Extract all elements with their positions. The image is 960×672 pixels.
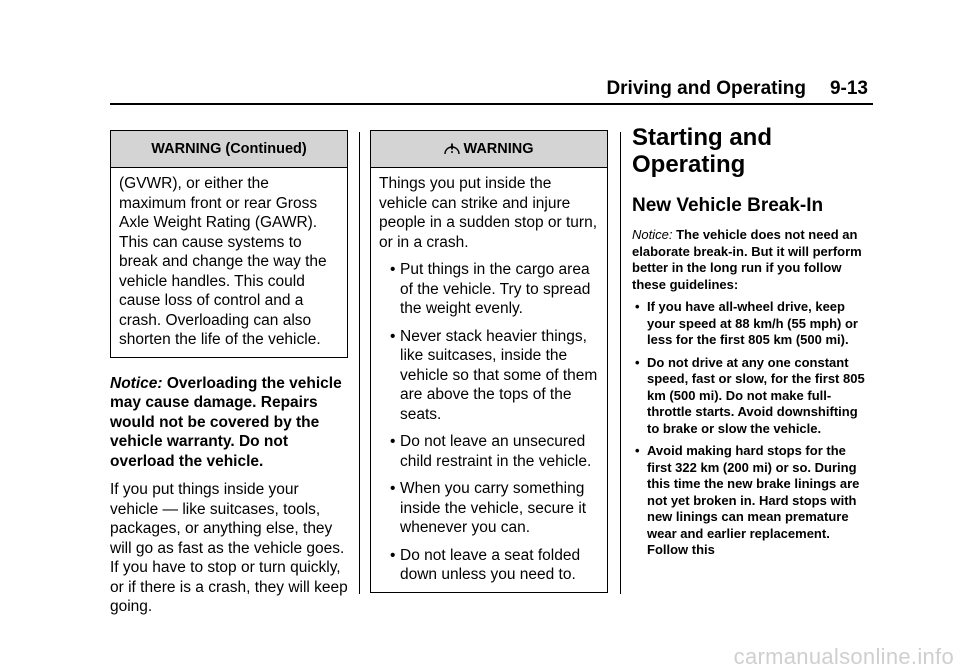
list-item: •Do not leave an unsecured child restrai…	[379, 432, 599, 471]
list-item-text: When you carry something inside the vehi…	[400, 480, 587, 536]
cargo-paragraph: If you put things inside your vehicle — …	[110, 481, 348, 615]
warning-continued-box: WARNING (Continued) (GVWR), or either th…	[110, 130, 348, 358]
bullet-dot-icon: •	[635, 443, 640, 458]
notice-label: Notice:	[632, 227, 673, 242]
list-item-text: Never stack heavier things, like suitcas…	[400, 327, 598, 423]
notice-label: Notice:	[110, 374, 163, 392]
warning-intro: Things you put inside the vehicle can st…	[379, 175, 598, 251]
watermark: carmanualsonline.info	[733, 644, 954, 669]
notice-overloading: Notice: Overloading the vehicle may caus…	[110, 374, 348, 472]
list-item-text: Do not leave an unsecured child restrain…	[400, 433, 592, 470]
bullet-dot-icon: •	[390, 433, 396, 450]
warning-continued-body: (GVWR), or either the maximum front or r…	[119, 175, 327, 348]
warning-symbol-icon	[444, 143, 461, 154]
break-in-bullet-list: • If you have all-wheel drive, keep your …	[632, 299, 872, 559]
warning-box: WARNING Things you put inside the vehicl…	[370, 130, 608, 593]
warning-body: Things you put inside the vehicle can st…	[371, 168, 607, 592]
bullet-dot-icon: •	[390, 480, 396, 497]
list-item-text: Put things in the cargo area of the vehi…	[400, 261, 591, 317]
section-heading: Starting and Operating	[632, 124, 773, 178]
warning-title-bar: WARNING	[371, 131, 607, 168]
list-item-text: Do not leave a seat folded down unless y…	[400, 546, 581, 584]
column-divider-2	[620, 132, 621, 594]
list-item-text: Avoid making hard stops for the first 32…	[647, 443, 860, 557]
bullet-dot-icon: •	[390, 327, 396, 345]
column-1: WARNING (Continued) (GVWR), or either th…	[110, 130, 348, 617]
bullet-dot-icon: •	[635, 354, 640, 370]
list-item: •Never stack heavier things, like suitca…	[379, 327, 599, 425]
break-in-notice: Notice: The vehicle does not need an ela…	[632, 227, 872, 293]
bullet-dot-icon: •	[635, 299, 640, 314]
warning-title: WARNING	[463, 141, 534, 157]
column-divider-1	[359, 132, 360, 594]
warning-bullet-list: •Put things in the cargo area of the veh…	[379, 260, 599, 585]
warning-continued-title: WARNING (Continued)	[111, 131, 347, 168]
page-number: 9-13	[829, 78, 868, 99]
notice-text: The vehicle does not need an elaborate b…	[632, 227, 862, 292]
header-rule	[110, 103, 873, 105]
bullet-dot-icon: •	[390, 261, 396, 278]
list-item-text: If you have all-wheel drive, keep your s…	[647, 299, 858, 347]
page-header: Driving and Operating 9-13	[606, 78, 868, 100]
subsection-heading: New Vehicle Break-In	[632, 195, 824, 216]
list-item: • Do not drive at any one constant speed,…	[632, 355, 872, 438]
list-item: • If you have all-wheel drive, keep your …	[632, 299, 872, 349]
list-item: •When you carry something inside the veh…	[379, 479, 599, 538]
notice-text: Overloading the vehicle may cause damage…	[110, 374, 342, 470]
bullet-dot-icon: •	[390, 546, 396, 564]
list-item: • Avoid making hard stops for the first 3…	[632, 443, 872, 559]
list-item: •Put things in the cargo area of the veh…	[379, 260, 599, 319]
column-2: WARNING Things you put inside the vehicl…	[370, 130, 608, 593]
list-item-text: Do not drive at any one constant speed, …	[647, 354, 865, 436]
list-item: •Do not leave a seat folded down unless …	[379, 546, 599, 585]
section-title: Driving and Operating	[606, 78, 806, 99]
column-3: Starting and Operating New Vehicle Break…	[632, 124, 872, 559]
